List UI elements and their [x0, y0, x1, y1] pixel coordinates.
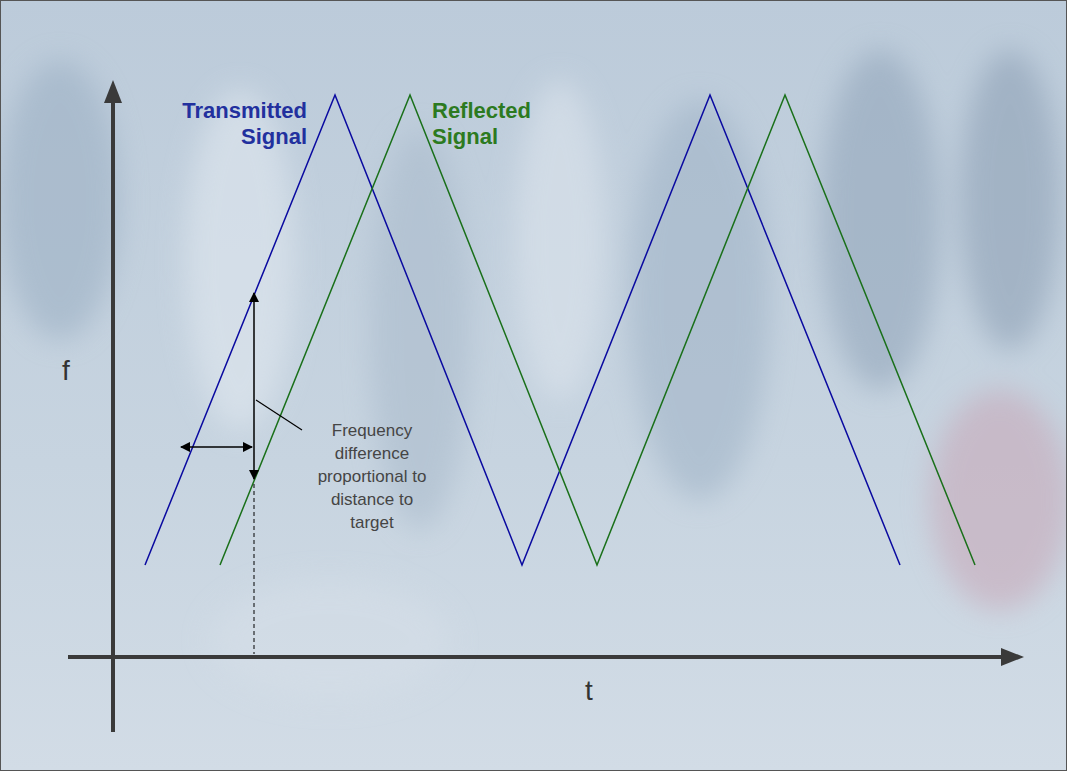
annotation-note: Frequency difference proportional to dis… [311, 419, 433, 534]
t-axis [68, 655, 1004, 659]
leader-line [256, 400, 302, 430]
blur-figure [515, 80, 605, 400]
blur-suitcase [930, 390, 1067, 610]
f-axis [111, 100, 115, 732]
axis-label: t [585, 676, 593, 706]
transmitted-wave [145, 95, 900, 565]
crowd-photo [0, 50, 1067, 700]
blur-figure [960, 50, 1060, 350]
blur-ground [210, 580, 450, 700]
signal-label: Transmitted Signal [182, 98, 307, 150]
signal-label: Reflected Signal [432, 98, 531, 150]
axis-label: f [62, 356, 70, 386]
delay-arrow [181, 446, 252, 448]
axis-arrowhead [104, 80, 122, 103]
blur-figure [820, 50, 940, 390]
frequency-diff-arrow [253, 293, 255, 479]
blur-figure [630, 100, 770, 500]
time-marker [254, 484, 255, 654]
blur-figure [0, 60, 120, 340]
axis-arrowhead [1001, 648, 1024, 666]
reflected-wave [220, 95, 975, 565]
